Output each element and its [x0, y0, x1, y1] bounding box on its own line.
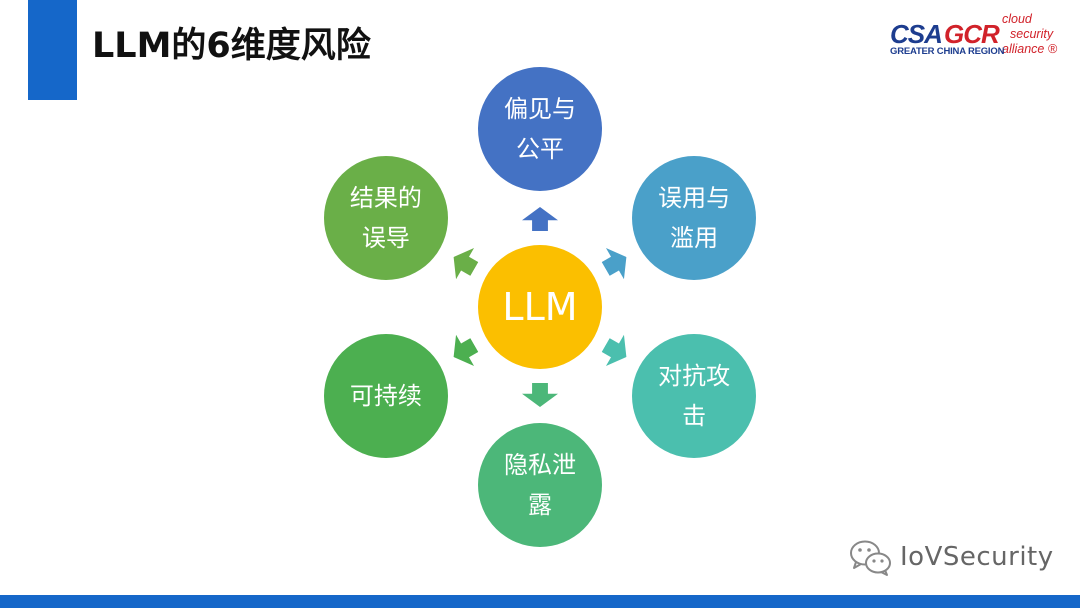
- page-title: LLM的6维度风险: [92, 26, 371, 66]
- arrow-to-bias-fairness: [522, 207, 558, 231]
- logo-subtitle: GREATER CHINA REGION: [890, 46, 1005, 57]
- logo-csa-text: CSA: [890, 19, 943, 49]
- csa-gcr-logo: CSA GCR cloud security alliance ® GREATE…: [888, 12, 1068, 62]
- center-node-label: LLM: [502, 285, 578, 329]
- logo-script: cloud security alliance ®: [1002, 12, 1072, 57]
- node-misleading-results: 结果的 误导: [323, 156, 448, 280]
- bottom-accent-bar: [0, 595, 1080, 608]
- watermark-text: IoVSecurity: [900, 542, 1054, 572]
- logo-gcr-text: GCR: [944, 19, 1000, 49]
- node-label: 结果的 误导: [349, 184, 422, 252]
- node-bias-fairness: 偏见与 公平: [478, 67, 602, 191]
- arrow-to-misleading-results: [444, 241, 483, 284]
- arrow-to-adversarial-attack: [597, 329, 636, 372]
- node-label: 可持续: [349, 382, 422, 410]
- arrow-to-sustainability: [444, 329, 483, 372]
- node-label: 偏见与 公平: [504, 95, 576, 163]
- node-sustainability: 可持续: [323, 334, 448, 458]
- arrow-to-privacy-leak: [522, 383, 558, 407]
- arrow-to-misuse-abuse: [597, 241, 636, 284]
- node-label: 对抗攻 击: [658, 362, 731, 430]
- node-privacy-leak: 隐私泄 露: [478, 423, 602, 547]
- logo-script-line2: security: [1010, 27, 1054, 41]
- watermark: IoVSecurity: [848, 535, 1054, 579]
- logo-script-line3: alliance ®: [1002, 42, 1058, 56]
- logo-script-line1: cloud: [1002, 12, 1032, 26]
- node-label: 误用与 滥用: [658, 184, 731, 252]
- node-label: 隐私泄 露: [504, 451, 576, 519]
- center-node-llm: LLM: [478, 245, 602, 369]
- node-misuse-abuse: 误用与 滥用: [632, 156, 757, 280]
- title-accent-bar: [28, 0, 77, 100]
- node-adversarial-attack: 对抗攻 击: [632, 334, 757, 458]
- wechat-icon: [850, 540, 891, 576]
